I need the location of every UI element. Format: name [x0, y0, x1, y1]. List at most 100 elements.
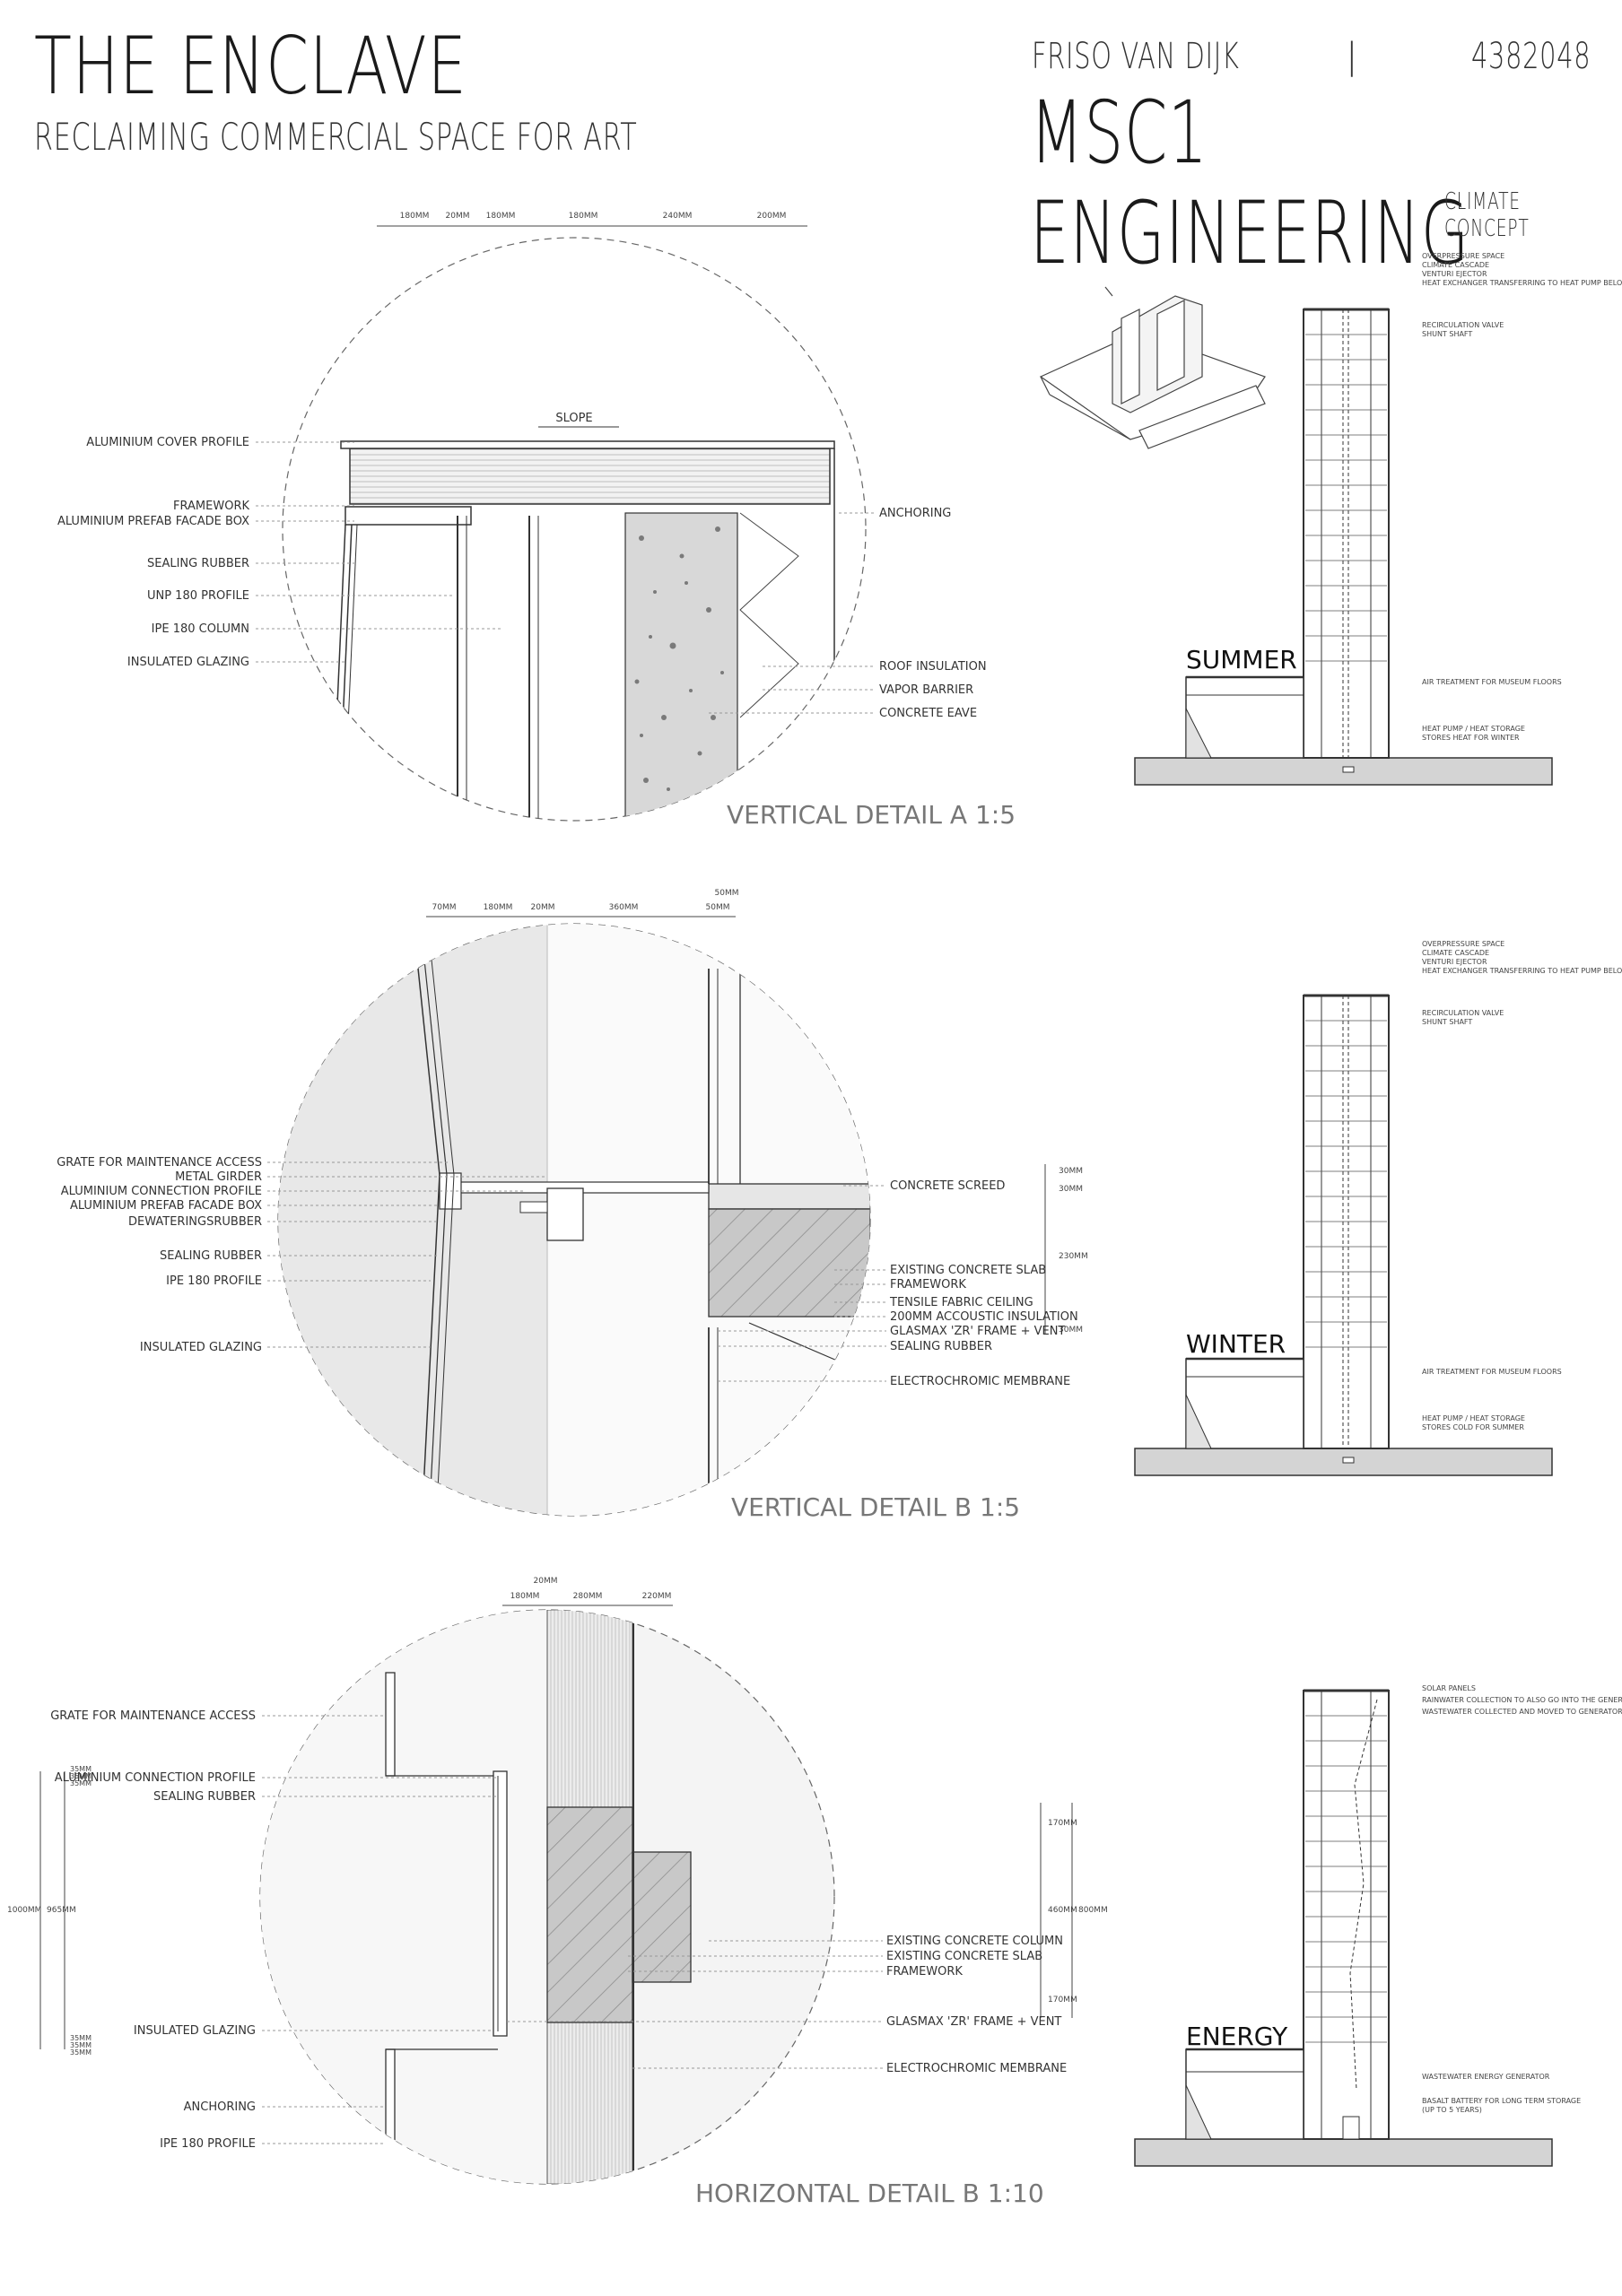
insulated-glazing: [331, 524, 346, 821]
label-c-sealing-rubber: SEALING RUBBER: [153, 1790, 256, 1804]
detail-c-caption: HORIZONTAL DETAIL B 1:10: [695, 2179, 1044, 2208]
dim-b-5: 50MM: [706, 903, 730, 912]
page-subtitle: RECLAIMING COMMERCIAL SPACE FOR ART: [34, 115, 638, 159]
label-a-vapor-barrier: VAPOR BARRIER: [879, 683, 973, 697]
detail-b: VERTICAL DETAIL B 1:5 70MM 180MM 20MM 36…: [57, 889, 1088, 1522]
student-number: 4382048: [1471, 36, 1591, 77]
energy-generator: [1342, 2116, 1360, 2140]
dim-b-6: 50MM: [715, 889, 739, 898]
vdim-c-5: 965MM: [47, 1906, 76, 1915]
winter-mid: AIR TREATMENT FOR MUSEUM FLOORS: [1422, 1368, 1562, 1376]
author-name: FRISO VAN DIJK: [1032, 36, 1240, 77]
slope-label: SLOPE: [555, 412, 592, 425]
dim-a-2: 20MM: [446, 212, 470, 221]
vdim-b-1: 30MM: [1059, 1167, 1083, 1176]
dim-a-4: 180MM: [569, 212, 598, 221]
label-a-unp-profile: UNP 180 PROFILE: [147, 589, 249, 603]
label-c-electrochromic: ELECTROCHROMIC MEMBRANE: [886, 2062, 1067, 2075]
winter-top-2: CLIMATE CASCADE: [1422, 949, 1489, 957]
summer-top-3: VENTURI EJECTOR: [1422, 270, 1487, 278]
vdim-c-1: 35MM: [70, 1765, 92, 1773]
dim-c-1: 20MM: [534, 1577, 558, 1586]
bottom-profile: [385, 2048, 396, 2153]
section-summer: SUMMER OVERPRESSURE SPACE CLIMATE CASCAD…: [1134, 252, 1622, 786]
vdim-c-8: 35MM: [70, 2048, 92, 2057]
label-c-glazing: INSULATED GLAZING: [134, 2024, 256, 2038]
concrete-eave: [624, 512, 738, 821]
energy-title: ENERGY: [1186, 2022, 1288, 2051]
label-c-framework: FRAMEWORK: [886, 1965, 963, 1979]
dim-a-3: 180MM: [486, 212, 516, 221]
winter-top-1: OVERPRESSURE SPACE: [1422, 940, 1504, 948]
dim-b-2: 180MM: [484, 903, 513, 912]
roof-insulation: [349, 448, 831, 505]
label-b-tensile-fabric: TENSILE FABRIC CEILING: [889, 1296, 1033, 1309]
winter-top-5: RECIRCULATION VALVE: [1422, 1009, 1504, 1017]
energy-top-2: RAINWATER COLLECTION TO ALSO GO INTO THE…: [1422, 1696, 1622, 1704]
summer-bottom-2: STORES HEAT FOR WINTER: [1422, 734, 1520, 742]
winter-title: WINTER: [1186, 1329, 1286, 1359]
glazing-line-1: [416, 959, 440, 1516]
concrete-aggregate: [634, 526, 724, 800]
summer-top-4: HEAT EXCHANGER TRANSFERRING TO HEAT PUMP…: [1422, 279, 1622, 287]
dim-c-3: 280MM: [573, 1592, 603, 1601]
vdim-c-r4: 170MM: [1048, 1996, 1077, 2005]
detail-a-caption: VERTICAL DETAIL A 1:5: [727, 800, 1016, 830]
detail-a-circle: [282, 237, 867, 822]
energy-top-1: SOLAR PANELS: [1422, 1684, 1476, 1692]
framework: [344, 506, 472, 526]
metal-girder: [546, 1187, 584, 1241]
tower-summer: [1303, 309, 1390, 759]
dim-b-1: 70MM: [432, 903, 457, 912]
summer-mid: AIR TREATMENT FOR MUSEUM FLOORS: [1422, 678, 1562, 686]
winter-bottom-1: HEAT PUMP / HEAT STORAGE: [1422, 1414, 1525, 1422]
label-a-glazing: INSULATED GLAZING: [127, 656, 249, 669]
label-b-electrochromic: ELECTROCHROMIC MEMBRANE: [890, 1375, 1070, 1388]
vdim-b-3: 230MM: [1059, 1252, 1088, 1261]
label-c-concrete-column: EXISTING CONCRETE COLUMN: [886, 1935, 1063, 1948]
museum-winter: [1185, 1358, 1304, 1449]
summer-top-6: SHUNT SHAFT: [1422, 330, 1472, 338]
summer-top-2: CLIMATE CASCADE: [1422, 261, 1489, 269]
label-b-glasmax-frame: GLASMAX 'ZR' FRAME + VENT: [890, 1325, 1065, 1338]
label-a-framework: FRAMEWORK: [173, 500, 249, 513]
label-b-sealing-rubber: SEALING RUBBER: [160, 1249, 262, 1263]
page-title: THE ENCLAVE: [34, 20, 467, 112]
label-b-existing-slab: EXISTING CONCRETE SLAB: [890, 1264, 1046, 1277]
energy-bottom-1: WASTEWATER ENERGY GENERATOR: [1422, 2073, 1550, 2081]
label-b-framework: FRAMEWORK: [890, 1278, 966, 1292]
anchoring: [739, 512, 799, 718]
vdim-c-2: 35MM: [70, 1772, 92, 1780]
vdim-b-4: 30MM: [1059, 1326, 1083, 1335]
tower-energy: [1303, 1690, 1390, 2140]
label-a-sealing-rubber: SEALING RUBBER: [147, 557, 249, 570]
label-b-ipe-profile: IPE 180 PROFILE: [166, 1274, 262, 1288]
label-b-sealing-rubber-r: SEALING RUBBER: [890, 1340, 992, 1353]
dim-a-5: 240MM: [663, 212, 693, 221]
detail-c: HORIZONTAL DETAIL B 1:10 20MM 180MM 280M…: [7, 1577, 1108, 2208]
label-b-glazing: INSULATED GLAZING: [140, 1341, 262, 1354]
dim-a-1: 180MM: [400, 212, 430, 221]
section-energy: ENERGY SOLAR PANELS RAINWATER COLLECTION…: [1134, 1684, 1622, 2167]
header-separator: |: [1346, 36, 1359, 77]
vdim-c-3: 35MM: [70, 1779, 92, 1787]
aluminium-cover-profile: [340, 440, 835, 449]
winter-top-3: VENTURI EJECTOR: [1422, 958, 1487, 966]
label-b-grate: GRATE FOR MAINTENANCE ACCESS: [57, 1156, 262, 1170]
vdim-c-r1: 170MM: [1048, 1819, 1077, 1828]
museum-energy: [1185, 2048, 1304, 2140]
museum-summer: [1185, 676, 1304, 759]
dim-b-4: 360MM: [609, 903, 639, 912]
label-c-connection-profile: ALUMINIUM CONNECTION PROFILE: [55, 1771, 256, 1785]
isometric-sketch: [1039, 286, 1266, 449]
label-a-concrete-eave: CONCRETE EAVE: [879, 707, 977, 720]
label-c-concrete-slab: EXISTING CONCRETE SLAB: [886, 1950, 1042, 1963]
course-title: MSC1 ENGINEERING: [1030, 83, 1469, 283]
concrete-screed: [708, 1183, 870, 1210]
tower-floor-lines: [1305, 334, 1387, 2043]
detail-a: SLOPE VERTICAL DETAIL A 1:5 180MM 20MM 1…: [57, 212, 1016, 830]
winter-top-6: SHUNT SHAFT: [1422, 1018, 1472, 1026]
vdim-c-4: 1000MM: [7, 1906, 41, 1915]
dim-c-2: 180MM: [510, 1592, 540, 1601]
